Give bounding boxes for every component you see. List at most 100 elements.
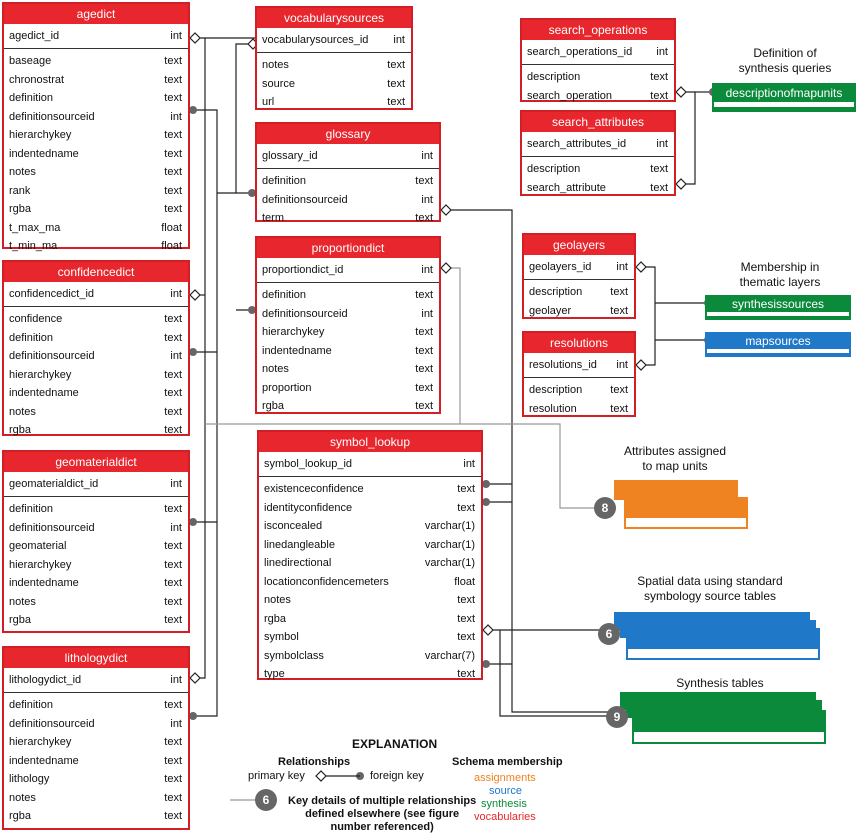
field-name: search_attribute	[527, 181, 606, 194]
field-type: int	[170, 478, 182, 490]
explanation-key-details: Key details of multiple relationships de…	[288, 795, 477, 833]
field-type: text	[610, 402, 628, 415]
field-type: int	[616, 359, 628, 371]
field-type: text	[164, 92, 182, 104]
field-type: text	[415, 381, 433, 394]
field-row: indentedname text	[4, 145, 188, 164]
legend-vocabularies: vocabularies	[474, 811, 536, 823]
field-name: definitionsourceid	[262, 193, 348, 206]
field-type: text	[457, 501, 475, 514]
field-name: definition	[262, 175, 307, 187]
field-name: locationconfidencemeters	[264, 575, 389, 588]
field-name: definitionsourceid	[9, 717, 95, 730]
field-type: text	[164, 405, 182, 418]
field-type: text	[164, 166, 182, 178]
field-type: text	[164, 387, 182, 399]
field-type: text	[415, 400, 433, 412]
table-title: lithologydict	[4, 648, 188, 668]
field-name: confidence	[9, 313, 63, 325]
field-row: description text	[522, 68, 674, 87]
explanation-foreign-key: foreign key	[370, 770, 424, 782]
field-type: text	[387, 96, 405, 108]
field-row: definition text	[4, 89, 188, 108]
field-name: definition	[9, 331, 54, 344]
label-spatial-data: Spatial data using standard symbology so…	[637, 574, 783, 603]
field-name: definition	[9, 92, 54, 104]
badge-legend: 6	[255, 789, 277, 811]
field-type: text	[650, 71, 668, 83]
field-type: int	[170, 288, 182, 300]
ext-label: mapsources	[745, 334, 811, 348]
field-type: int	[170, 521, 182, 534]
field-type: text	[387, 59, 405, 71]
field-type: varchar(7)	[424, 649, 475, 662]
field-type: text	[164, 699, 182, 711]
field-name: description	[529, 286, 583, 298]
field-name: definitionsourceid	[9, 350, 95, 362]
field-name: rgba	[262, 400, 285, 412]
field-name: rgba	[9, 203, 32, 215]
field-type: text	[164, 773, 182, 785]
field-type: text	[164, 73, 182, 86]
table-title: proportiondict	[257, 238, 439, 258]
field-type: text	[164, 736, 182, 748]
field-type: text	[164, 577, 182, 589]
field-name: rgba	[9, 424, 32, 436]
label-synthesis-tables: Synthesis tables	[676, 676, 764, 690]
field-name: symbolclass	[264, 649, 324, 662]
field-type: int	[463, 458, 475, 470]
field-name: vocabularysources_id	[262, 34, 369, 46]
explanation-primary-key: primary key	[248, 770, 305, 782]
field-name: indentedname	[9, 147, 79, 160]
field-name: hierarchykey	[9, 736, 72, 748]
field-type: text	[164, 184, 182, 197]
field-name: indentedname	[9, 754, 79, 767]
field-name: proportion	[262, 381, 312, 394]
badge-figure-6: 6	[598, 623, 620, 645]
field-name: description	[527, 71, 581, 83]
field-type: text	[164, 791, 182, 804]
field-type: text	[164, 331, 182, 344]
field-type: text	[164, 147, 182, 160]
field-type: int	[170, 717, 182, 730]
ext-base	[707, 349, 849, 353]
field-name: linedirectional	[264, 557, 332, 569]
legend-assignments: assignments	[474, 772, 536, 784]
field-type: text	[415, 212, 433, 224]
field-type: varchar(1)	[424, 538, 475, 551]
field-name: geomaterial	[9, 540, 67, 552]
table-title: resolutions	[524, 333, 634, 353]
field-name: geolayer	[529, 304, 572, 317]
